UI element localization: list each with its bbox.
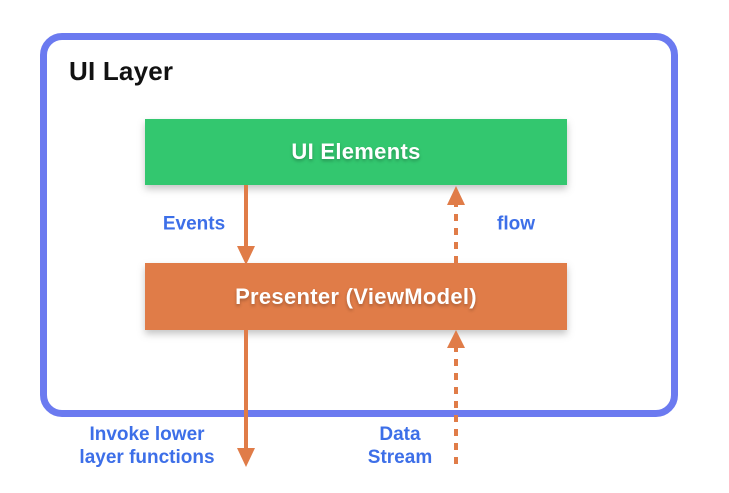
ui-elements-label: UI Elements [291, 139, 421, 164]
invoke-lower-label: Invoke lower layer functions [79, 423, 214, 469]
ui-layer-frame [40, 33, 678, 417]
invoke-lower-label-line1: Invoke lower [89, 424, 205, 445]
data-stream-label-line1: Data [379, 424, 421, 445]
presenter-label: Presenter (ViewModel) [235, 283, 477, 309]
ui-elements-box: UI Elements [145, 119, 567, 185]
flow-label: flow [497, 213, 535, 235]
presenter-box: Presenter (ViewModel) [145, 263, 567, 330]
data-stream-label: Data Stream [368, 423, 432, 469]
data-stream-label-line2: Stream [367, 447, 433, 468]
invoke-lower-label-line2: layer functions [79, 447, 215, 468]
ui-layer-title: UI Layer [69, 56, 174, 86]
events-label: Events [162, 213, 226, 235]
